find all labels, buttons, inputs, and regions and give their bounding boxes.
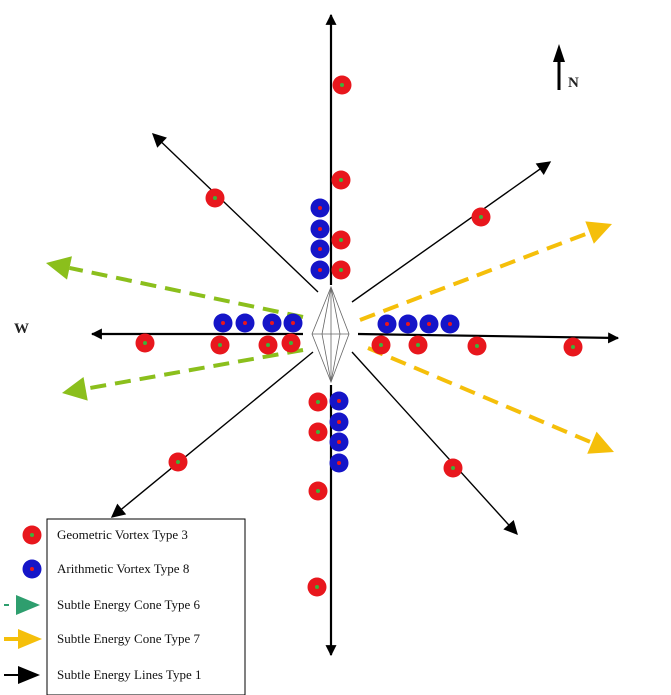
energy-line-northeast [351, 161, 552, 303]
energy-cones [46, 221, 614, 454]
cone-type6-upper [46, 256, 304, 319]
legend-label: Arithmetic Vortex Type 8 [57, 561, 189, 576]
arithmetic-vortex [329, 432, 349, 452]
cone-type7-upper [359, 221, 612, 322]
legend-item: Subtle Energy Lines Type 1 [4, 666, 201, 684]
energy-line-southeast [351, 351, 518, 536]
geometric-vortex [281, 333, 301, 353]
geometric-vortex [563, 337, 583, 357]
north-label: N [568, 75, 579, 91]
arithmetic-vortex [235, 313, 255, 333]
legend-label: Subtle Energy Cone Type 6 [57, 597, 201, 612]
arithmetic-vortex [398, 314, 418, 334]
green-cone-arrow-icon [4, 595, 40, 615]
geometric-vortex [331, 230, 351, 250]
geometric-vortex [471, 207, 491, 227]
geometric-vortex [331, 260, 351, 280]
arithmetic-vortex [329, 412, 349, 432]
arithmetic-vortex [262, 313, 282, 333]
arithmetic-vortex [329, 391, 349, 411]
vortices [135, 75, 583, 597]
legend: Geometric Vortex Type 3 Arithmetic Vortex… [4, 518, 246, 695]
arithmetic-vortex [310, 260, 330, 280]
arithmetic-vortex [440, 314, 460, 334]
legend-item: Subtle Energy Cone Type 7 [4, 629, 201, 649]
arithmetic-vortex [22, 559, 42, 579]
geometric-vortex-icon [22, 525, 42, 545]
geometric-vortex [258, 335, 278, 355]
arithmetic-vortex [329, 453, 349, 473]
legend-item: Subtle Energy Cone Type 6 [4, 595, 201, 615]
cone-type6-lower [62, 348, 304, 401]
geometric-vortex [308, 392, 328, 412]
yellow-cone-arrow-icon [4, 629, 42, 649]
energy-line-northwest [151, 133, 319, 293]
arithmetic-vortex [310, 198, 330, 218]
geometric-vortex [307, 577, 327, 597]
energy-lines [90, 13, 620, 657]
arithmetic-vortex [310, 239, 330, 259]
legend-label: Geometric Vortex Type 3 [57, 527, 188, 542]
arithmetic-vortex-icon [22, 559, 42, 579]
geometric-vortex [467, 336, 487, 356]
arithmetic-vortex [377, 314, 397, 334]
geometric-vortex [135, 333, 155, 353]
arithmetic-vortex [310, 219, 330, 239]
geometric-vortex [308, 422, 328, 442]
black-line-arrow-icon [4, 666, 40, 684]
geometric-vortex [331, 170, 351, 190]
geometric-vortex [205, 188, 225, 208]
legend-label: Subtle Energy Cone Type 7 [57, 631, 201, 646]
geometric-vortex [371, 335, 391, 355]
geometric-vortex [22, 525, 42, 545]
geometric-vortex [408, 335, 428, 355]
arithmetic-vortex [283, 313, 303, 333]
west-label: W [14, 321, 29, 337]
cone-type7-lower [367, 346, 614, 454]
geometric-vortex [332, 75, 352, 95]
north-arrow-icon [553, 44, 565, 62]
geometric-vortex [210, 335, 230, 355]
geometric-vortex [308, 481, 328, 501]
legend-item: Geometric Vortex Type 3 [22, 525, 188, 545]
center-crystal [311, 285, 350, 384]
legend-item: Arithmetic Vortex Type 8 [22, 559, 189, 579]
arithmetic-vortex [419, 314, 439, 334]
legend-label: Subtle Energy Lines Type 1 [57, 667, 201, 682]
geometric-vortex [168, 452, 188, 472]
energy-line-southwest [110, 351, 314, 518]
arithmetic-vortex [213, 313, 233, 333]
north-indicator: N [553, 44, 579, 91]
energy-line-east [357, 332, 620, 344]
geometric-vortex [443, 458, 463, 478]
